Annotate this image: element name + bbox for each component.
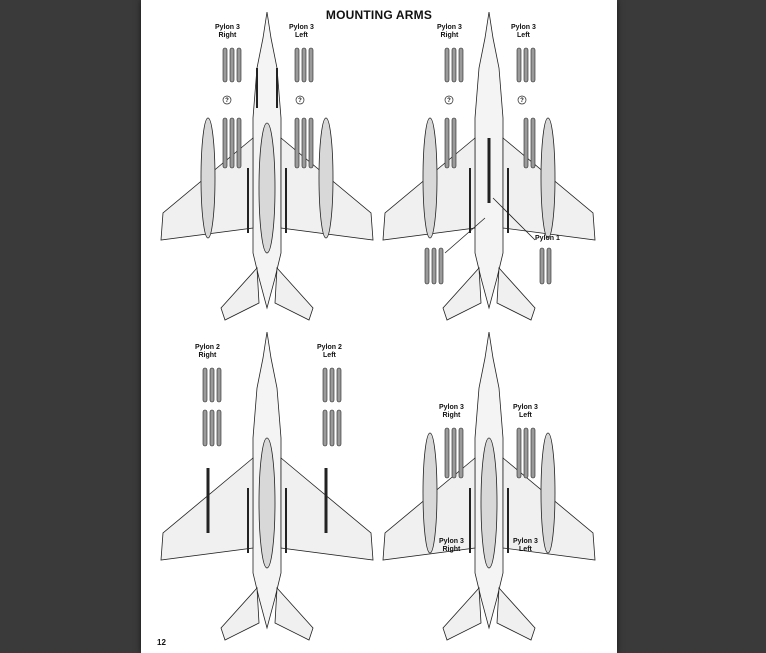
pylon-1-label: Pylon 1 (535, 235, 560, 242)
aircraft-diagram: ? ? (382, 11, 596, 321)
page-number: 12 (157, 638, 166, 647)
instruction-page: MOUNTING ARMS (141, 0, 617, 653)
aircraft-diagram: ? ? (160, 11, 374, 321)
page-title: MOUNTING ARMS (325, 8, 433, 22)
aircraft-diagram (160, 331, 374, 641)
question-mark: ? (298, 98, 302, 104)
question-mark: ? (520, 98, 524, 104)
question-mark: ? (447, 98, 451, 104)
aircraft-diagram (382, 331, 596, 641)
question-mark: ? (225, 98, 229, 104)
